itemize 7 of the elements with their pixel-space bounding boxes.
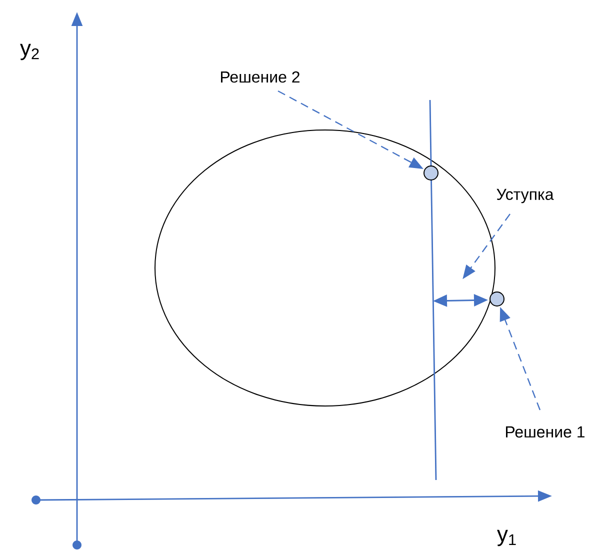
solution-point bbox=[490, 292, 504, 306]
solution-label: Решение 1 bbox=[506, 426, 584, 438]
concession-label: Уступка bbox=[496, 188, 554, 204]
solution-label: Решение 2 bbox=[221, 71, 300, 83]
axis-label: y$_{1}$ bbox=[497, 530, 516, 546]
axis-label: y$_{2}$ bbox=[20, 44, 39, 60]
solution-point bbox=[424, 166, 438, 180]
